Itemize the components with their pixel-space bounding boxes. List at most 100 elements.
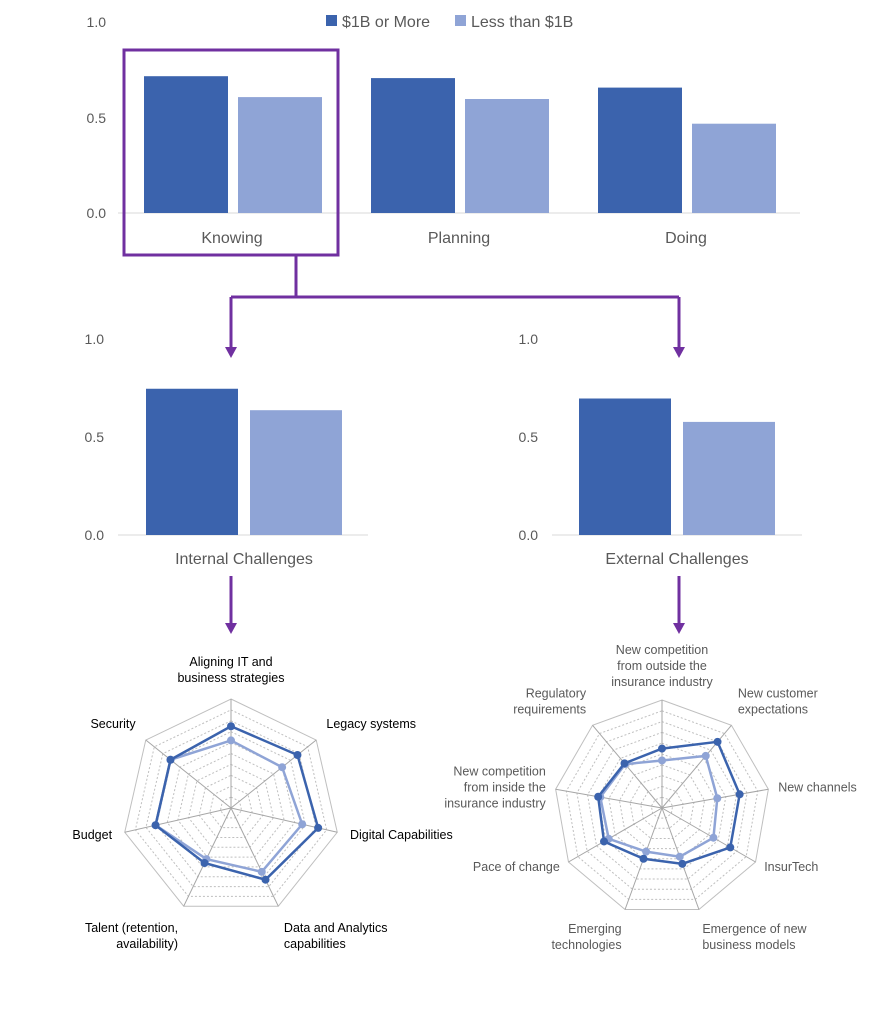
internal-radar-chart: Aligning IT and business strategiesLegacy…: [72, 655, 452, 951]
radar-series1-line: [154, 724, 320, 882]
radar-axis-label-line: Legacy systems: [326, 717, 416, 731]
radar-axis-label-line: insurance industry: [611, 675, 713, 689]
category-label-internal: Internal Challenges: [175, 551, 313, 568]
radar-axis-label-line: New competition: [616, 643, 708, 657]
radar-axis-label: Emerging technologies: [551, 922, 621, 952]
category-label-doing: Doing: [665, 230, 707, 247]
arrowhead-icon: [225, 347, 237, 358]
bar-external-challenges-series1: [579, 398, 671, 535]
radar-axis-label: New customer expectations: [738, 687, 818, 717]
radar-gridline: [219, 796, 243, 819]
category-label-planning: Planning: [428, 230, 490, 247]
radar-axis-label: Budget: [72, 828, 112, 842]
radar-axis-label-line: availability): [116, 937, 178, 951]
radar-axis-label-line: Pace of change: [473, 860, 560, 874]
radar-axis-label: InsurTech: [764, 860, 818, 874]
radar-axis-label: Digital Capabilities: [350, 828, 453, 842]
bar-doing-series2: [692, 123, 776, 213]
radar-axis-label-line: Security: [90, 717, 136, 731]
radar-spoke: [230, 739, 317, 809]
radar-gridline: [587, 731, 737, 880]
category-label-knowing: Knowing: [201, 230, 262, 247]
legend-label-series1: $1B or More: [342, 14, 430, 31]
radar-axis-label-line: from outside the: [617, 659, 707, 673]
radar-spoke: [230, 807, 279, 907]
y-tick-label: 0.0: [87, 205, 107, 221]
radar-axis-label-line: Aligning IT and: [189, 655, 272, 669]
radar-gridline: [177, 752, 285, 858]
radar-axis-label-line: Regulatory: [526, 687, 587, 701]
radar-series2-point: [701, 751, 710, 760]
radar-series2-point: [642, 847, 651, 856]
radar-series2-point: [658, 756, 666, 765]
radar-axis-label-line: from inside the: [464, 781, 546, 795]
bar-internal-challenges-series2: [250, 410, 342, 535]
radar-series2-point: [709, 833, 718, 842]
y-tick-label: 0.0: [519, 527, 539, 543]
radar-series2-line: [598, 754, 719, 859]
radar-axis-label: Legacy systems: [326, 717, 416, 731]
bar-knowing-series2: [238, 97, 322, 213]
radar-series2-point: [298, 820, 307, 829]
radar-series1-point: [200, 858, 209, 867]
radar-axis-label-line: business strategies: [177, 671, 284, 685]
radar-spoke: [661, 807, 756, 863]
radar-gridline: [187, 763, 275, 848]
radar-series2-point: [227, 736, 235, 745]
bar-knowing-series1: [144, 76, 228, 213]
radar-axis-label-line: Talent (retention,: [85, 921, 178, 935]
radar-series1-point: [735, 790, 744, 799]
arrowhead-icon: [673, 347, 685, 358]
radar-spoke: [568, 807, 663, 863]
radar-gridline: [124, 698, 338, 907]
radar-axis-label-line: New channels: [778, 781, 857, 795]
legend-label-series2: Less than $1B: [471, 14, 573, 31]
radar-gridline: [650, 796, 674, 819]
radar-axis-label-line: Budget: [72, 828, 112, 842]
radar-series1-line: [596, 740, 741, 866]
radar-axis-label-line: Data and Analytics: [284, 921, 388, 935]
radar-axis-label-line: InsurTech: [764, 860, 818, 874]
radar-series1-point: [314, 823, 323, 832]
radar-axis-label: New competition from outside the insurance…: [611, 643, 713, 689]
radar-axis-label-line: requirements: [513, 703, 586, 717]
radar-gridline: [156, 731, 306, 878]
radar-gridline: [597, 742, 727, 870]
radar-gridline: [145, 720, 317, 888]
y-tick-label: 0.0: [85, 527, 105, 543]
radar-gridline: [629, 775, 695, 839]
radar-axis-label: Regulatory requirements: [513, 687, 587, 717]
radar-series1-point: [620, 759, 629, 768]
radar-axis-label-line: Emerging: [568, 922, 622, 936]
legend-swatch-series2: [455, 15, 466, 26]
radar-gridline: [608, 753, 716, 860]
radar-spoke: [124, 807, 232, 833]
radar-series1-point: [151, 821, 160, 830]
radar-axis-label: Talent (retention, availability): [85, 921, 178, 951]
legend: $1B or More Less than $1B: [326, 14, 573, 31]
radar-axis-label: Pace of change: [473, 860, 560, 874]
radar-axis-label-line: technologies: [551, 938, 621, 952]
radar-axis-label-line: insurance industry: [444, 797, 546, 811]
arrowhead-icon: [673, 623, 685, 634]
y-tick-label: 1.0: [87, 14, 107, 30]
radar-series1-point: [658, 744, 666, 753]
bar-doing-series1: [598, 87, 682, 213]
radar-axis-label-line: expectations: [738, 703, 808, 717]
radar-axis-label-line: Digital Capabilities: [350, 828, 453, 842]
bar-planning-series2: [465, 99, 549, 213]
radar-spoke: [555, 788, 663, 809]
y-tick-label: 1.0: [85, 331, 105, 347]
highlight-box: [122, 48, 340, 257]
radar-axis-label-line: New customer: [738, 687, 818, 701]
main-bar-chart: 1.0 0.5 0.0 Knowing Planning Doing: [87, 14, 800, 247]
bar-internal-challenges-series1: [146, 388, 238, 535]
radar-spoke: [145, 739, 232, 809]
arrowhead-icon: [225, 623, 237, 634]
bar-external-challenges-series2: [683, 421, 775, 535]
radar-gridline: [134, 709, 328, 897]
radar-series2-point: [713, 794, 722, 803]
